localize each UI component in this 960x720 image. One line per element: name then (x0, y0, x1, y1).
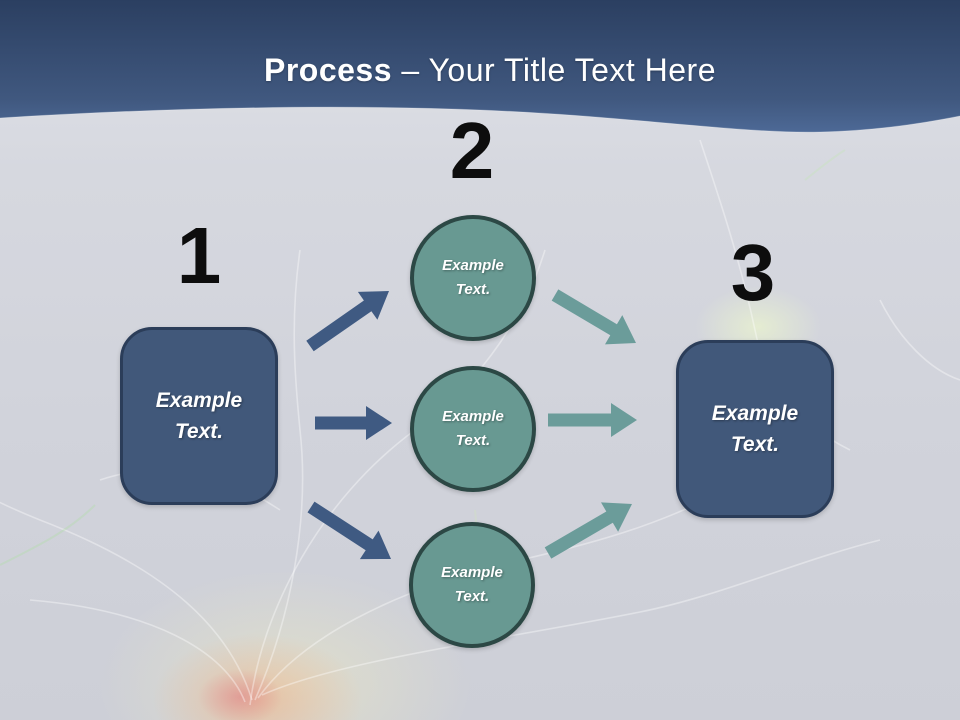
arrow-circle-bottom-to-box3 (544, 502, 632, 559)
step3-box-label: Example Text. (711, 401, 799, 457)
step2-circle-middle: Example Text. (410, 366, 536, 492)
step2-circle-top: Example Text. (410, 215, 536, 341)
step-number-3: 3 (730, 228, 776, 317)
step-number-2: 2 (449, 106, 495, 195)
step1-box-label: Example Text. (155, 388, 243, 444)
step2-circle-bottom: Example Text. (409, 522, 535, 648)
step3-box: Example Text. (676, 340, 834, 518)
step2-circle-bottom-label: Example Text. (441, 564, 503, 605)
step2-circle-top-label: Example Text. (442, 257, 504, 298)
arrow-circle-middle-to-box3 (548, 403, 637, 437)
slide-title-bold: Process (263, 52, 393, 88)
arrow-box1-to-circle-bottom (307, 501, 391, 560)
step-number-1: 1 (176, 211, 222, 300)
slide-title-rest: – Your Title Text Here (392, 52, 716, 88)
header-band (0, 0, 960, 133)
arrow-box1-to-circle-middle (315, 406, 392, 440)
arrow-circle-top-to-box3 (551, 289, 636, 345)
slide-title: Process – Your Title Text Here (10, 52, 960, 89)
step2-circle-middle-label: Example Text. (442, 408, 504, 449)
arrow-box1-to-circle-top (306, 291, 389, 352)
step1-box: Example Text. (120, 327, 278, 505)
